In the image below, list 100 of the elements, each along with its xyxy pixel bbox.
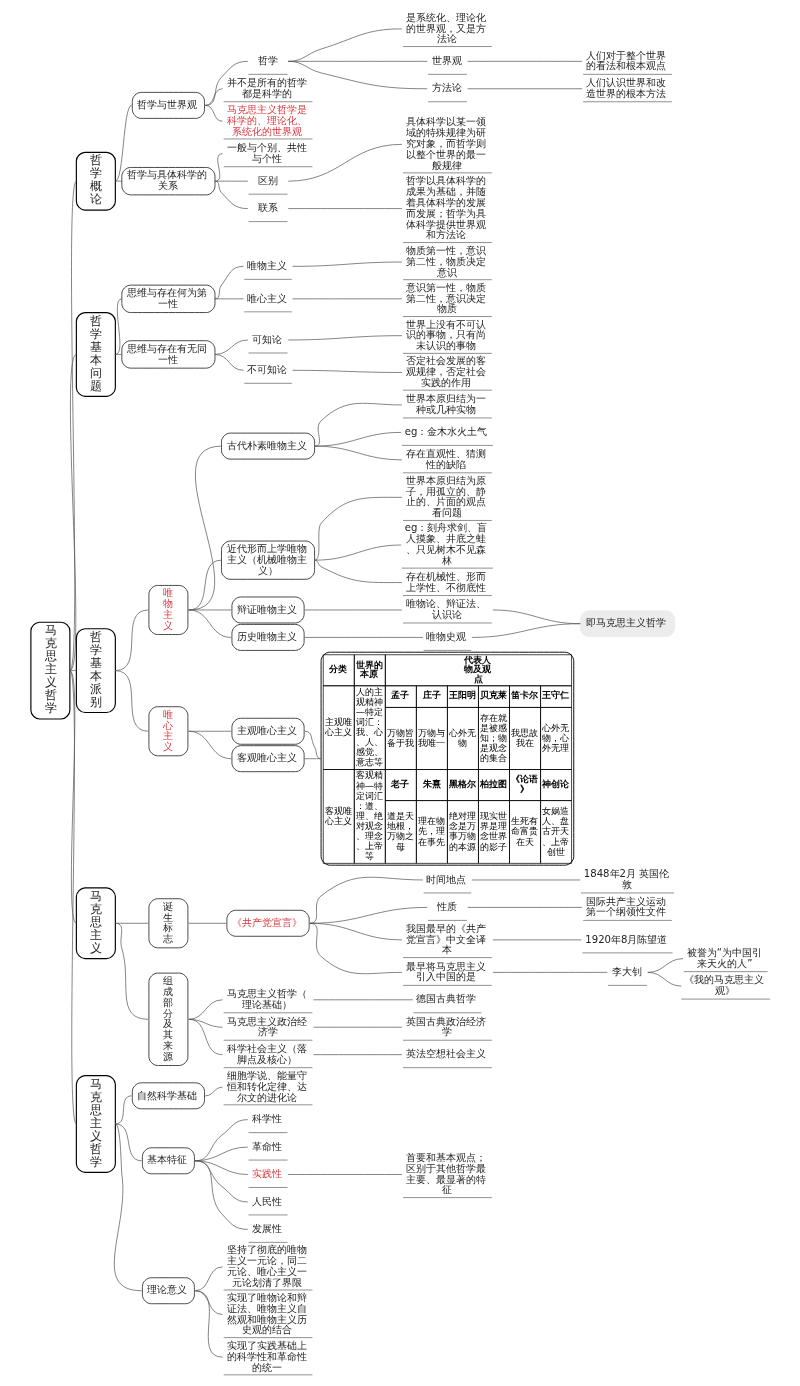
- connector: [204, 105, 223, 122]
- connector: [492, 972, 608, 973]
- connector: [204, 88, 223, 106]
- connector: [194, 1160, 248, 1230]
- node-text: 唯物论、辩证法、认识论: [405, 598, 486, 621]
- node-box: 基本特征: [141, 1147, 195, 1175]
- connector: [471, 623, 581, 638]
- node-text: 世界观: [431, 55, 462, 67]
- node-text: 革命性: [252, 1140, 283, 1152]
- node-text: 人们认识世界和改造世界的根本方法: [585, 77, 666, 99]
- connector: [312, 1054, 402, 1056]
- node-text: 实现了实践基础上的科学性和革命性的统一: [226, 1339, 307, 1373]
- connector: [287, 208, 402, 209]
- node-text: 唯心主义: [246, 292, 287, 304]
- node-text: 区别: [257, 174, 278, 186]
- node-box: 辩证唯物主义: [231, 596, 304, 624]
- node-box: 《共产党宣言》: [226, 909, 310, 937]
- connector: [214, 153, 223, 182]
- connector: [313, 544, 402, 561]
- connector: [187, 1018, 223, 1056]
- connector: [194, 1290, 223, 1358]
- connector: [114, 354, 122, 355]
- connector: [304, 758, 321, 760]
- node-text: 首要和基本观点；区别于其他哲学最主要、最显著的特征: [405, 1151, 486, 1196]
- connector: [69, 670, 77, 1125]
- node-text: 实践性: [252, 1168, 283, 1180]
- node-text: 唯物史观: [425, 631, 466, 643]
- node-text: 方法论: [431, 82, 462, 94]
- node-text: 马克思主义政治经济学: [226, 1015, 307, 1038]
- node-text: 联系: [257, 202, 278, 214]
- node-box: 唯心主义: [148, 706, 188, 757]
- node-box: 马克思主义哲学: [29, 621, 70, 720]
- node-box: 思维与存在有无同一性: [121, 340, 215, 369]
- node-text: 1848年2月 英国伦敦: [583, 868, 669, 891]
- node-text: 英法空想社会主义: [405, 1048, 486, 1060]
- node-text: 1920年8月陈望道: [584, 933, 667, 945]
- connector: [287, 1174, 402, 1175]
- node-text: 是系统化、理论化的世界观，又是方法论: [405, 11, 486, 45]
- connector: [69, 670, 77, 671]
- node-box: 哲学与世界观: [131, 92, 205, 119]
- node-box: 自然科学基础: [131, 1082, 205, 1110]
- node-box: 即马克思主义哲学: [579, 610, 675, 638]
- connector: [214, 298, 244, 300]
- node-text: 存在直观性、猜测性的缺陷: [405, 448, 486, 470]
- connector: [291, 369, 402, 373]
- node-box: 主观唯心主义: [231, 717, 304, 745]
- node-text: 马克思主义哲学是科学的、理论化、系统化的世界观: [226, 104, 307, 137]
- connector: [312, 999, 413, 1001]
- node-box: 哲学基本派别: [75, 628, 116, 714]
- connector: [187, 730, 232, 760]
- node-text: 科学性: [252, 1113, 283, 1125]
- connector: [114, 298, 122, 355]
- node-text: 意识第一性，物质第二性，意识决定物质: [405, 281, 486, 315]
- connector: [313, 559, 402, 583]
- node-text: 英国古典政治经济学: [405, 1015, 486, 1038]
- node-box: 唯物主义: [148, 585, 188, 635]
- node-text: 最早将马克思主义引入中国的是: [405, 960, 486, 983]
- connector: [214, 180, 248, 209]
- connector: [114, 105, 132, 182]
- node-text: 世界上没有不可认识的事物，只有尚未认识的事物: [405, 318, 486, 352]
- node-text: 并不是所有的哲学都是科学的: [226, 77, 307, 99]
- node-text: 世界本原归结为一种或几种实物: [405, 393, 486, 416]
- node-text: 否定社会发展的客观规律，否定社会实践的作用: [405, 355, 486, 388]
- node-box: 客观唯心主义: [231, 745, 304, 773]
- node-text: 细胞学说、能量守恒和转化定律、达尔文的进化论: [226, 1070, 307, 1103]
- node-text: 唯物主义: [246, 260, 287, 272]
- node-text: 时间地点: [425, 873, 466, 885]
- connector: [466, 88, 582, 90]
- connector: [113, 1123, 142, 1292]
- connector: [187, 922, 226, 924]
- connector: [69, 670, 77, 924]
- node-text: 实现了唯物论和辩证法、唯物主义自然观和唯物主义历史观的结合: [226, 1291, 307, 1336]
- node-box: 马克思主义: [75, 887, 116, 960]
- node-text: 具体科学以某一领域的特殊规律为研究对象，而哲学则以整个世界的最一般规律: [405, 116, 486, 171]
- node-text: 我国最早的《共产党宣言》中文全译本: [405, 922, 486, 956]
- node-text: eg：金木水火土气: [404, 426, 487, 438]
- node-text: 《我的马克思主义观》: [683, 974, 764, 997]
- connector: [312, 1026, 402, 1028]
- node-text: 哲学以具体科学的成果为基础，并随着具体科学的发展而发展；哲学为具体科学提供世界观和方法论: [405, 175, 486, 241]
- connector: [287, 61, 428, 90]
- node-text: 哲学: [257, 55, 278, 67]
- node-box: 古代朴素唯物主义: [220, 432, 315, 460]
- connector: [287, 335, 402, 341]
- connector: [214, 354, 244, 371]
- node-text: 发展性: [252, 1223, 283, 1235]
- connector: [309, 876, 423, 924]
- connector: [304, 637, 423, 638]
- node-box: 理论意义: [141, 1277, 195, 1305]
- connector: [204, 1086, 223, 1097]
- connector: [309, 922, 402, 975]
- node-text: 被誉为“为中国引来天火的人”: [686, 946, 762, 969]
- node-text: 不可知论: [246, 363, 287, 375]
- node-text: 人们对于整个世界的看法和根本观点: [585, 49, 666, 72]
- connector: [114, 1095, 132, 1125]
- connector: [466, 61, 582, 62]
- node-text: 物质第一性，意识第二性，物质决定意识: [405, 244, 486, 278]
- node-text: 性质: [436, 901, 457, 913]
- connector: [187, 999, 223, 1020]
- connector: [466, 907, 582, 908]
- node-text: 存在机械性、形而上学性、不彻底性: [405, 570, 486, 593]
